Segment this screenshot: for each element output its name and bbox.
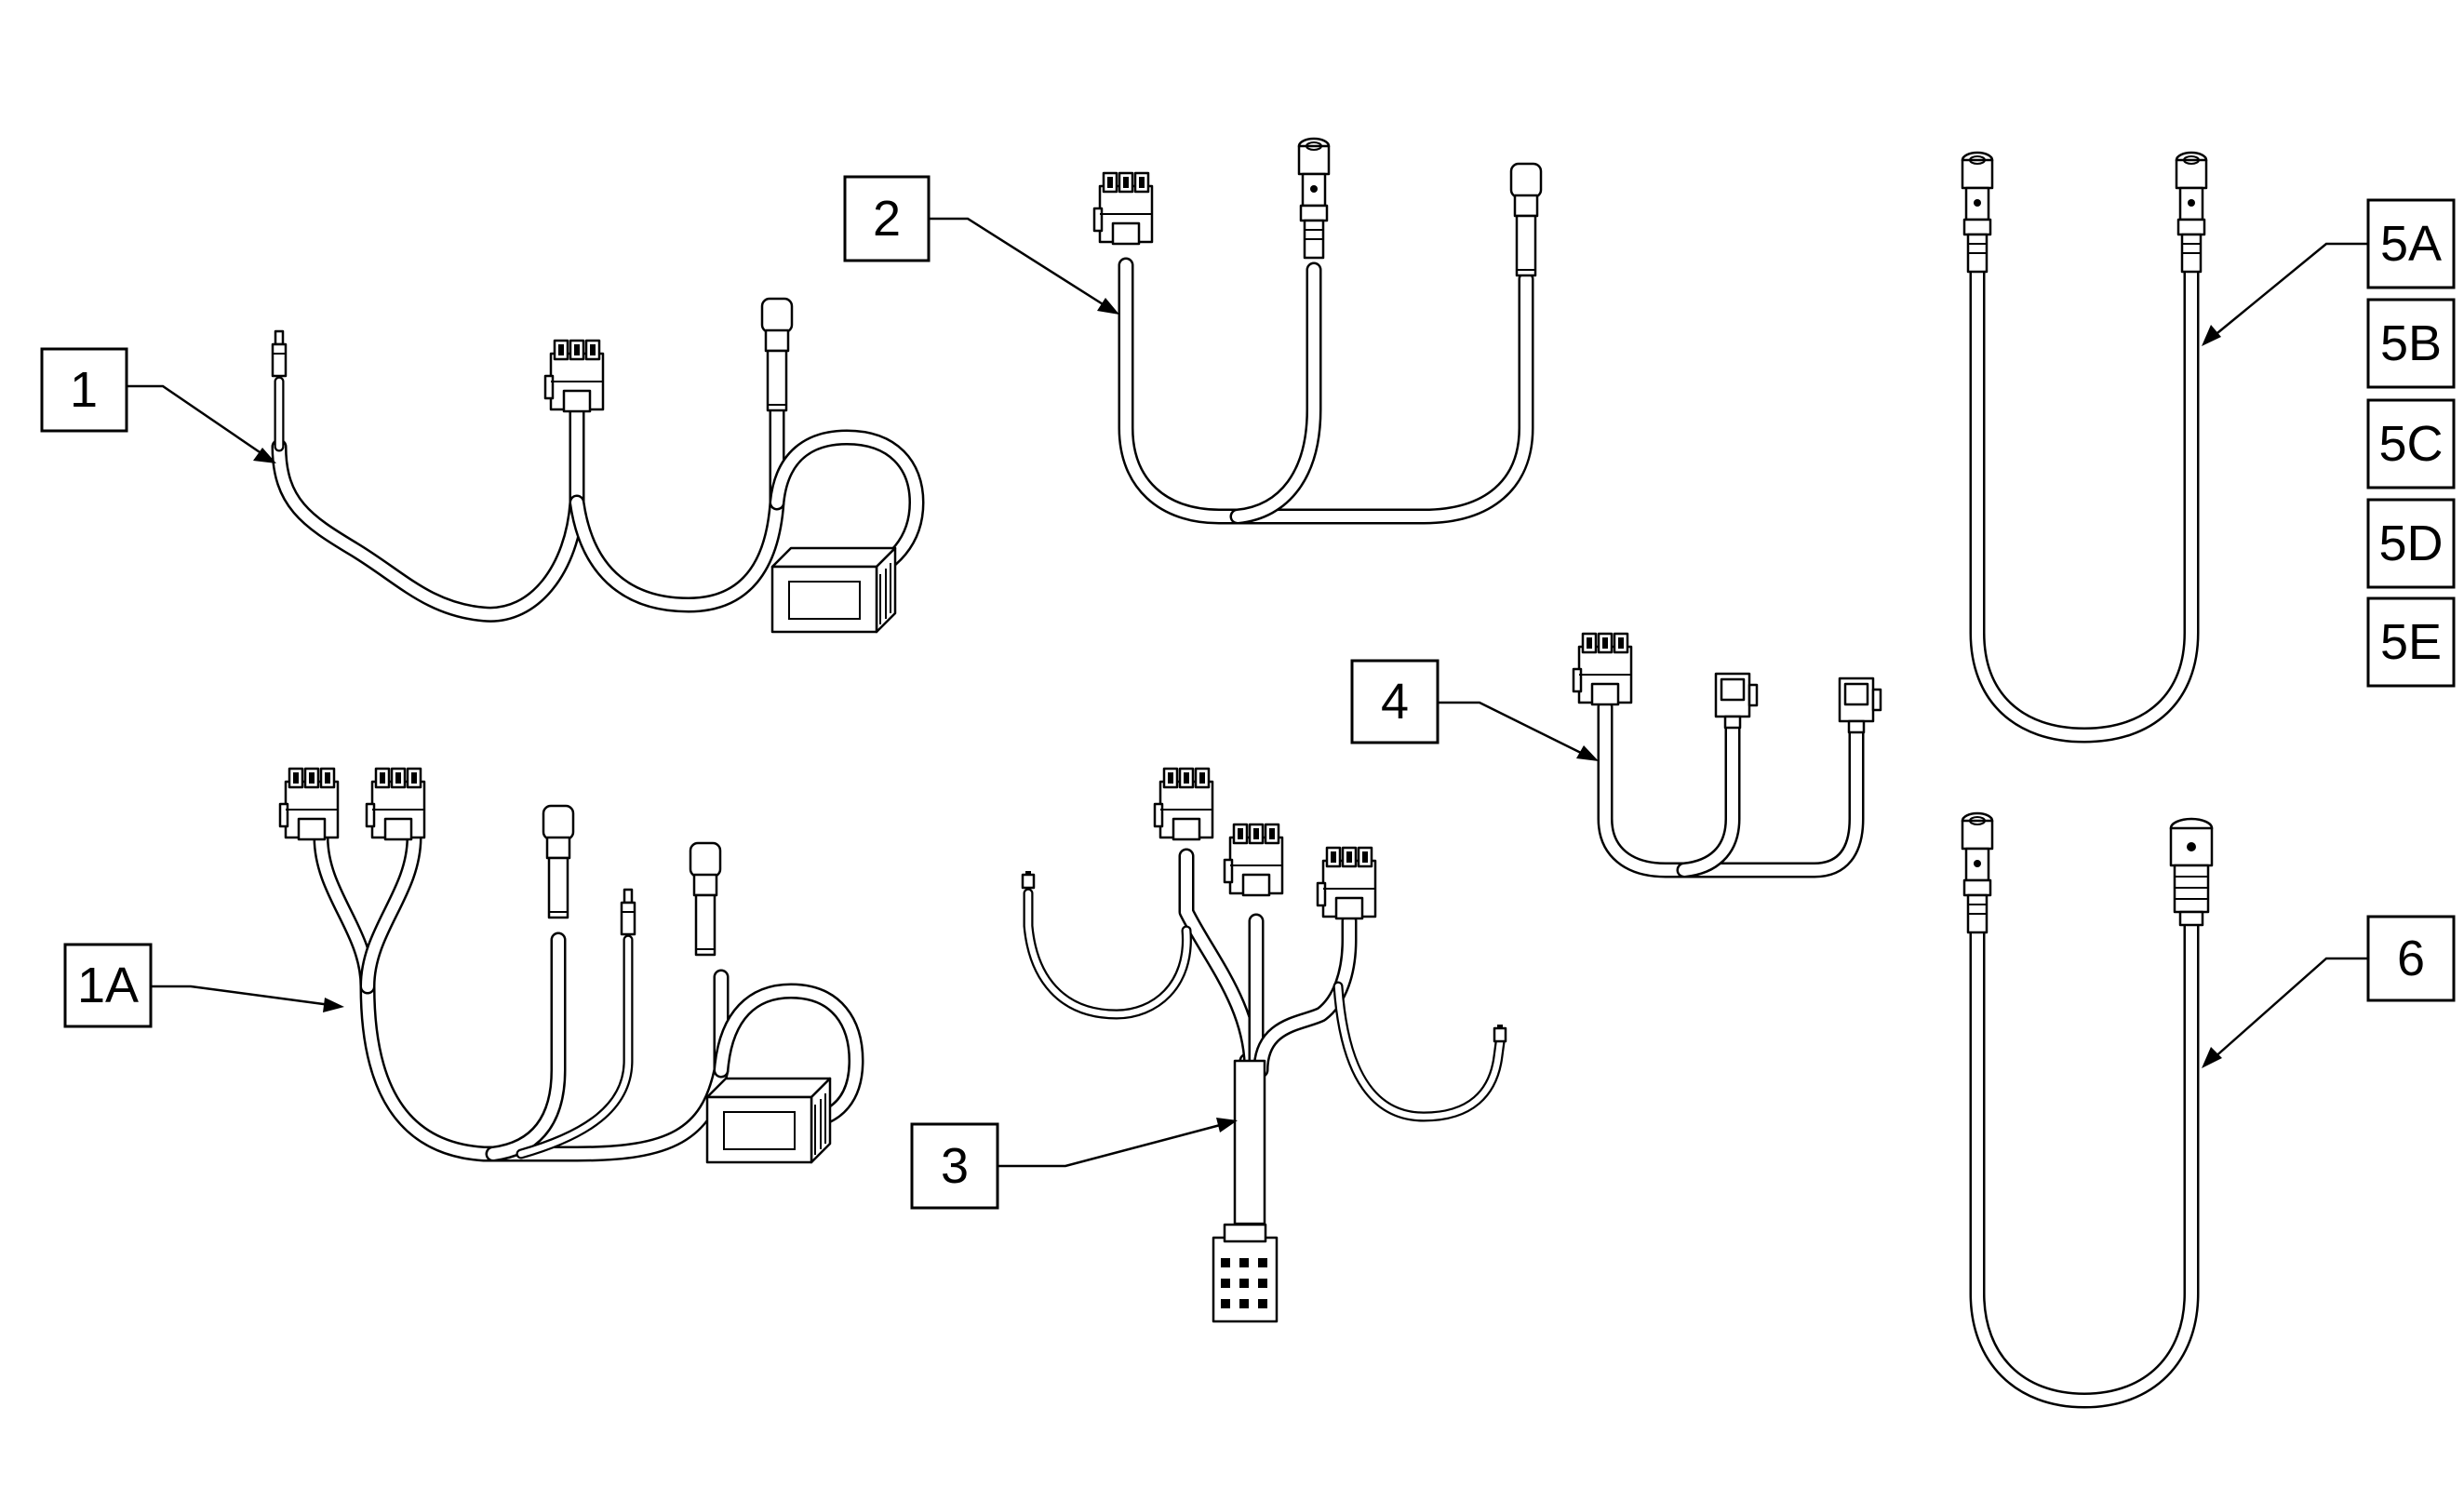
svg-text:3: 3 bbox=[941, 1138, 969, 1194]
callout-2: 2 bbox=[843, 175, 931, 262]
callout-5a: 5A bbox=[2366, 198, 2456, 289]
svg-text:5B: 5B bbox=[2380, 315, 2442, 371]
harness-3 bbox=[1021, 767, 1507, 1323]
svg-text:1A: 1A bbox=[77, 958, 139, 1013]
leader-3 bbox=[998, 1122, 1225, 1168]
arrowhead-1 bbox=[253, 448, 276, 463]
arrowhead-5 bbox=[2202, 325, 2221, 346]
leader-5 bbox=[2212, 242, 2368, 338]
arrowhead-4 bbox=[1576, 745, 1599, 761]
arrowhead-3 bbox=[1216, 1118, 1238, 1132]
callout-4: 4 bbox=[1350, 659, 1440, 744]
harness-1 bbox=[271, 297, 925, 634]
callout-6: 6 bbox=[2366, 915, 2456, 1002]
leader-lines bbox=[127, 217, 2368, 1168]
svg-text:5C: 5C bbox=[2378, 416, 2443, 472]
leader-2 bbox=[929, 217, 1108, 309]
leader-1a bbox=[151, 985, 331, 1007]
callout-3: 3 bbox=[910, 1122, 999, 1210]
callout-5d: 5D bbox=[2366, 498, 2456, 589]
svg-text:1: 1 bbox=[70, 362, 98, 418]
svg-text:6: 6 bbox=[2397, 931, 2425, 986]
callout-1: 1 bbox=[40, 347, 128, 433]
callout-5e: 5E bbox=[2366, 596, 2456, 688]
arrowhead-6 bbox=[2202, 1047, 2222, 1068]
svg-text:5D: 5D bbox=[2378, 516, 2443, 571]
svg-text:5E: 5E bbox=[2380, 614, 2442, 670]
leader-4 bbox=[1438, 701, 1587, 757]
svg-text:2: 2 bbox=[873, 191, 901, 247]
svg-text:5A: 5A bbox=[2380, 216, 2442, 272]
harness-5 bbox=[1961, 151, 2208, 744]
arrowhead-2 bbox=[1097, 298, 1119, 315]
callout-5c: 5C bbox=[2366, 398, 2456, 489]
harness-6 bbox=[1961, 811, 2214, 1409]
callout-5b: 5B bbox=[2366, 298, 2456, 389]
arrowhead-1a bbox=[323, 998, 344, 1012]
leader-1 bbox=[127, 384, 266, 458]
callout-1a: 1A bbox=[63, 943, 153, 1028]
svg-text:4: 4 bbox=[1381, 674, 1409, 730]
harness-2 bbox=[1092, 137, 1543, 525]
harness-4 bbox=[1572, 632, 1882, 878]
harness-1a bbox=[278, 767, 864, 1164]
leader-6 bbox=[2212, 957, 2368, 1060]
